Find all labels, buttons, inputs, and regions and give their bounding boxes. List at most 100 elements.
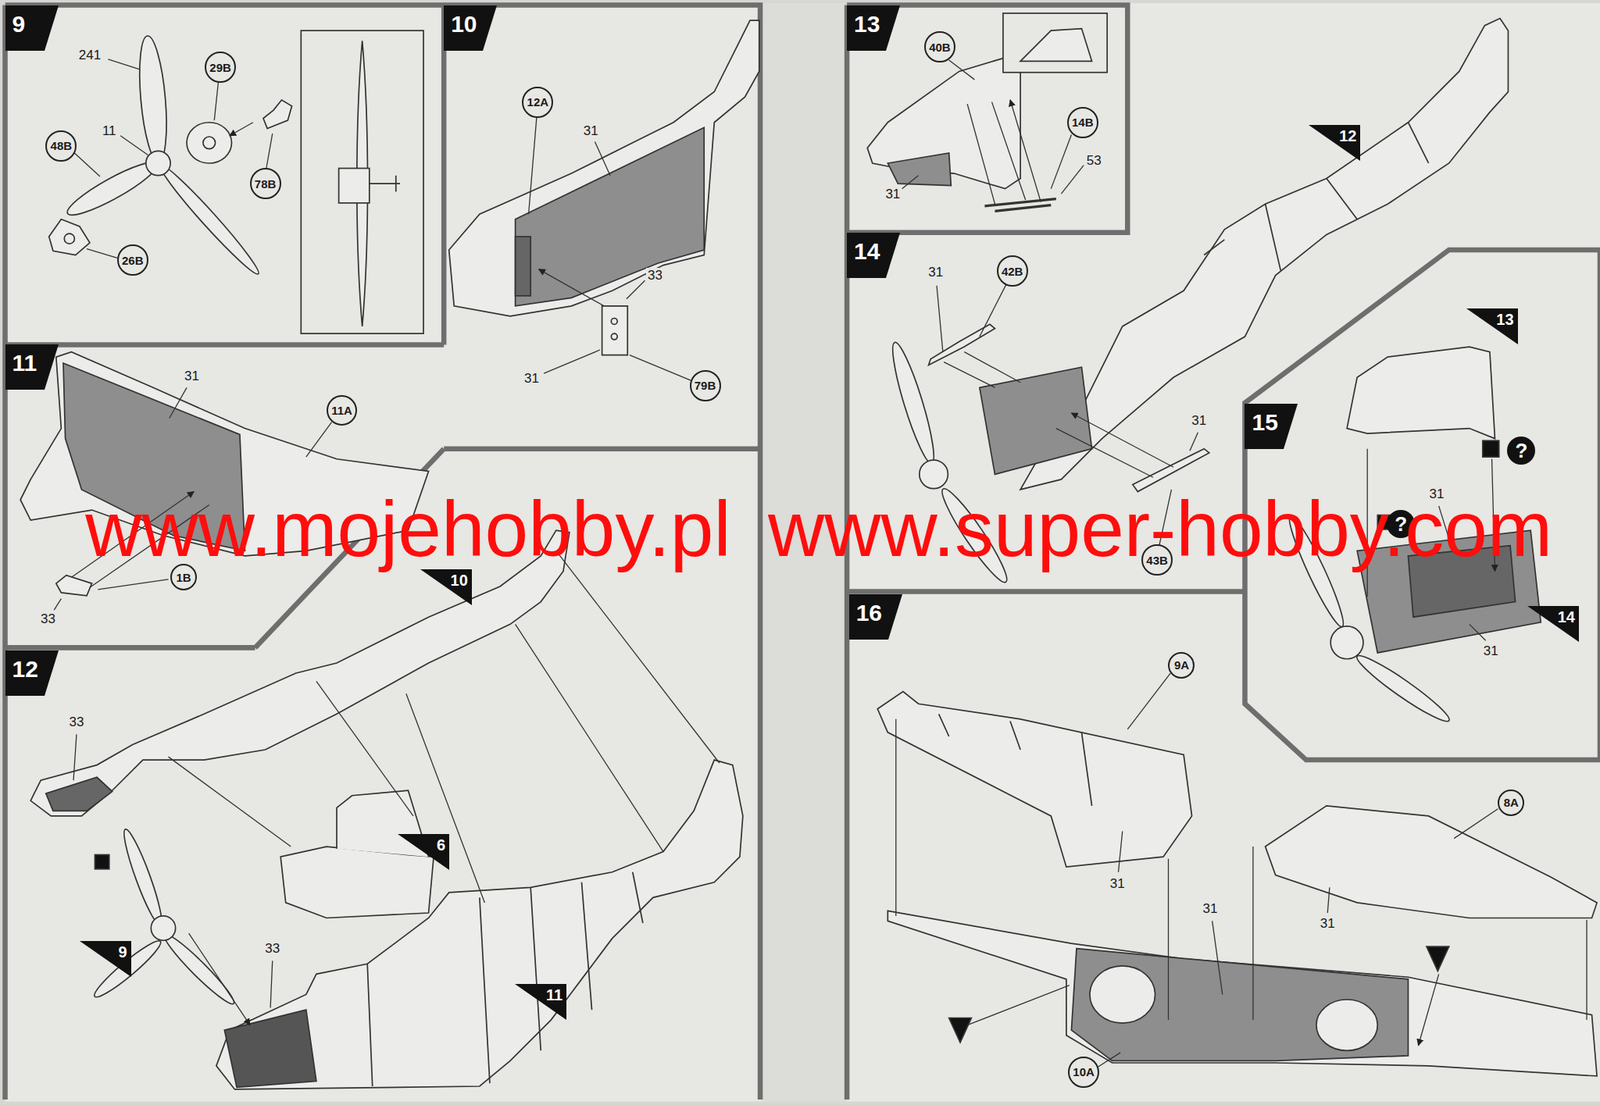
step-panel: 16 9A 8A 10A <box>849 594 1600 1097</box>
label-text: 10 <box>450 572 468 589</box>
part-code: 43B <box>1146 554 1168 567</box>
part-code: 42B <box>1001 265 1024 278</box>
part-callout: 10A <box>1067 1057 1100 1089</box>
label-text: 33 <box>646 267 665 283</box>
label-text: 241 <box>77 47 103 63</box>
triangle-mark <box>1527 606 1579 643</box>
label-text: ? <box>1514 440 1528 461</box>
step-panel: 1111A1B <box>5 344 445 648</box>
step-number: 10 <box>450 12 477 36</box>
part-number: 33 <box>67 714 86 730</box>
step-panel: 1340B14B <box>846 5 1128 233</box>
panel-frame <box>1244 250 1600 761</box>
part-callout: 42B <box>996 255 1029 287</box>
label-text: 53 <box>1085 153 1104 168</box>
label-text: 31 <box>182 368 201 384</box>
leader-lines <box>1367 449 1495 642</box>
label-text: 31 <box>883 186 902 202</box>
part-code: 14B <box>1071 116 1094 129</box>
watermark: www.mojehobby.pl <box>85 485 731 572</box>
part-callout: 9A <box>1167 652 1195 679</box>
label-text: 31 <box>522 371 541 386</box>
part-number: 33 <box>263 941 282 957</box>
label-text: 31 <box>582 123 600 139</box>
step-badge <box>5 344 59 390</box>
leader-lines <box>936 284 1198 546</box>
part-callout: 78B <box>250 167 282 200</box>
label-text: 31 <box>1318 916 1337 932</box>
label-text: 13 <box>1496 311 1514 328</box>
query-mark: ? <box>1507 436 1536 465</box>
watermark-text: www.super-hobby.com <box>767 485 1553 572</box>
reference-triangle: 11 <box>514 984 567 1021</box>
label-text: 31 <box>926 264 945 280</box>
step-panel: 9 29B 48B 78B 26B <box>5 5 445 343</box>
part-number: 31 <box>182 368 201 384</box>
step-badge <box>5 650 59 697</box>
triangle-mark <box>1308 125 1361 161</box>
part-number: 31 <box>926 264 945 280</box>
part-number: 31 <box>522 371 541 386</box>
part-callout: 1B <box>170 564 197 591</box>
part-code: 78B <box>254 178 277 190</box>
reference-triangle: 9 <box>79 941 132 978</box>
reference-triangle: 6 <box>397 834 450 871</box>
part-number: 11 <box>100 123 118 139</box>
part-code: 9A <box>1174 659 1190 672</box>
part-number: 31 <box>582 123 600 139</box>
triangle-mark <box>1466 308 1518 345</box>
step-badge <box>849 594 903 640</box>
label-text: 6 <box>436 837 446 854</box>
step-number: 13 <box>853 12 880 36</box>
part-code: 10A <box>1072 1066 1095 1079</box>
part-callout: 26B <box>117 244 149 276</box>
fuselage-half <box>20 352 429 597</box>
step-number: 16 <box>856 601 883 625</box>
part-number: 241 <box>77 47 103 63</box>
wing-assembly <box>877 692 1597 1077</box>
leader-lines <box>53 387 332 611</box>
label-text: 31 <box>1428 486 1447 502</box>
part-callout: 14B <box>1067 107 1099 139</box>
label-text: 12 <box>1339 128 1357 144</box>
step-number: 11 <box>12 351 38 375</box>
part-callout: 29B <box>204 51 236 83</box>
fuselage-assembly <box>30 530 743 1090</box>
part-callout: 8A <box>1497 789 1525 817</box>
part-callout: 12A <box>521 86 554 118</box>
reference-triangle: 13 <box>1466 308 1518 345</box>
part-number: 31 <box>1482 643 1500 659</box>
leader-lines <box>73 550 720 1025</box>
step-number: 9 <box>12 12 26 36</box>
step-badge <box>443 5 497 51</box>
step-number: 14 <box>853 239 880 264</box>
label-text: 33 <box>39 611 58 627</box>
triangle-mark <box>397 834 450 871</box>
step-panel: 14 42B 43B <box>846 232 1600 593</box>
watermark-text: www.mojehobby.pl <box>85 485 731 572</box>
part-number: 31 <box>1428 486 1447 502</box>
watermark: www.super-hobby.com <box>767 485 1553 572</box>
label-text: 31 <box>1108 876 1127 892</box>
reference-triangle: 14 <box>1527 606 1579 643</box>
part-number: 31 <box>1318 916 1337 932</box>
reference-triangle: 12 <box>1308 125 1361 161</box>
part-code: 12A <box>527 96 550 108</box>
step-number: 12 <box>12 657 39 682</box>
step-panel: 15 <box>1244 403 1600 761</box>
label-text: 11 <box>100 123 118 139</box>
part-code: 48B <box>50 139 73 152</box>
step-panel: 12 <box>5 650 761 1097</box>
label-text: 33 <box>263 941 282 957</box>
triangle-mark <box>420 569 472 606</box>
label-text: 33 <box>67 714 86 730</box>
triangle-mark <box>514 984 567 1021</box>
label-text: 31 <box>1201 901 1220 917</box>
part-callout: 48B <box>45 130 77 162</box>
